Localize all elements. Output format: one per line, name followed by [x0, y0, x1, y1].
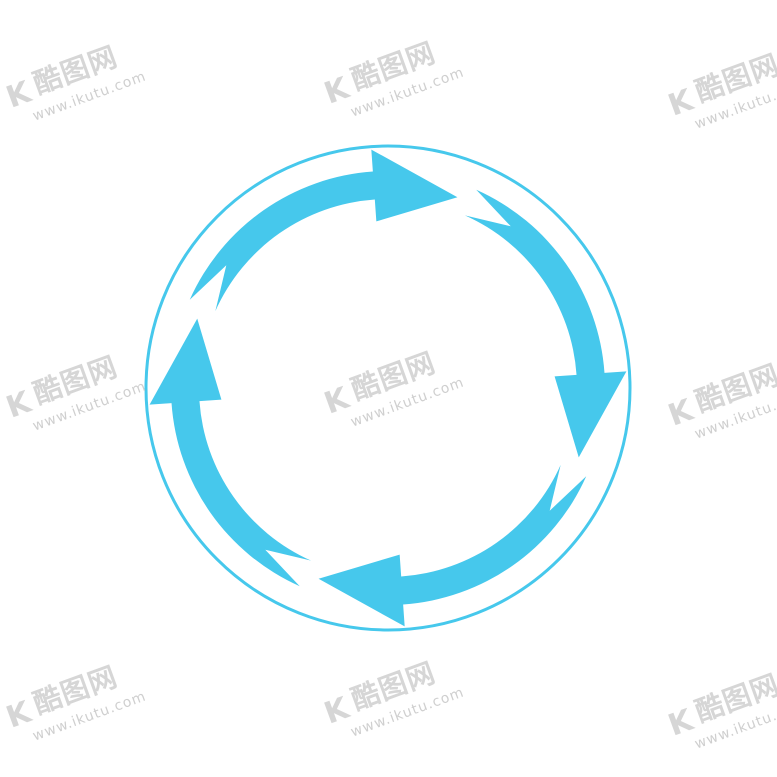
- cycle-arrow-top: [189, 149, 458, 312]
- cycle-arrow-left: [149, 318, 312, 587]
- outer-ring: [144, 144, 632, 632]
- cycle-arrows: [149, 149, 627, 627]
- cycle-arrow-right: [464, 189, 627, 458]
- cycle-arrow-bottom: [318, 464, 587, 627]
